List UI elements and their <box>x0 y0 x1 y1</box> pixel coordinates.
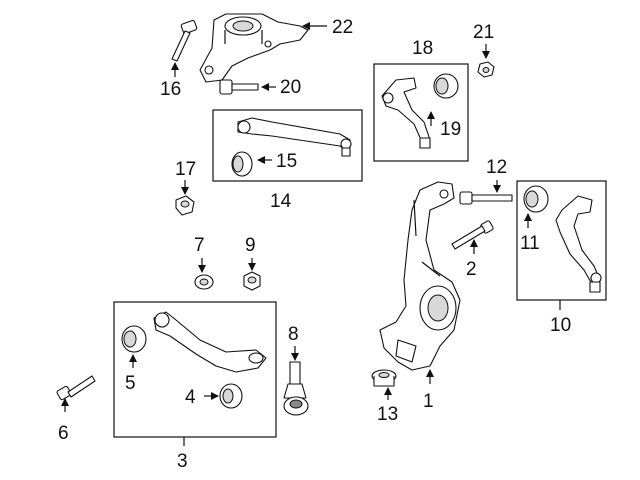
group-box-14 <box>212 109 363 182</box>
part-22-mount-bracket <box>199 13 309 83</box>
callout-4: 4 <box>185 387 196 408</box>
callout-2: 2 <box>466 259 477 280</box>
callout-3: 3 <box>177 451 188 472</box>
part-21-nut <box>477 61 495 78</box>
callout-13: 13 <box>377 404 398 425</box>
callout-15: 15 <box>276 151 297 172</box>
callout-17: 17 <box>175 159 196 180</box>
callout-7: 7 <box>194 235 205 256</box>
callout-8: 8 <box>288 324 299 345</box>
callout-20: 20 <box>280 77 301 98</box>
part-11-bushing <box>523 185 549 213</box>
group-box-3 <box>113 301 277 438</box>
group-box-18 <box>373 63 469 162</box>
part-17-nut <box>175 195 195 216</box>
part-2-bolt <box>451 220 494 250</box>
group-box-10 <box>516 180 607 301</box>
part-20-bolt <box>219 79 259 95</box>
part-7-nut <box>194 274 214 290</box>
part-15-bushing <box>231 151 253 177</box>
callout-10: 10 <box>550 315 571 336</box>
part-8-ball-joint <box>283 361 309 416</box>
part-14-control-arm <box>237 117 352 157</box>
callout-11: 11 <box>520 233 540 254</box>
part-16-bolt <box>171 19 198 62</box>
callout-14: 14 <box>270 191 292 212</box>
callout-21: 21 <box>473 22 494 43</box>
part-18-control-arm <box>381 77 431 149</box>
part-19-bushing <box>433 73 459 99</box>
callout-22: 22 <box>332 17 353 38</box>
callout-9: 9 <box>245 235 256 256</box>
part-13-nut <box>371 369 397 387</box>
part-5-bushing <box>121 325 147 353</box>
part-12-bolt <box>459 191 513 205</box>
callout-5: 5 <box>125 373 136 394</box>
callout-18: 18 <box>412 38 433 59</box>
part-10-control-arm <box>555 195 602 293</box>
part-6-bolt <box>56 375 96 401</box>
part-9-nut <box>243 271 261 291</box>
callout-12: 12 <box>486 157 507 178</box>
part-1-steering-knuckle <box>379 181 461 371</box>
callout-6: 6 <box>58 423 69 444</box>
callout-16: 16 <box>160 79 181 100</box>
part-3-lower-control-arm <box>153 311 267 373</box>
part-4-bushing <box>219 383 243 409</box>
callout-19: 19 <box>440 119 461 140</box>
callout-1: 1 <box>423 391 434 412</box>
